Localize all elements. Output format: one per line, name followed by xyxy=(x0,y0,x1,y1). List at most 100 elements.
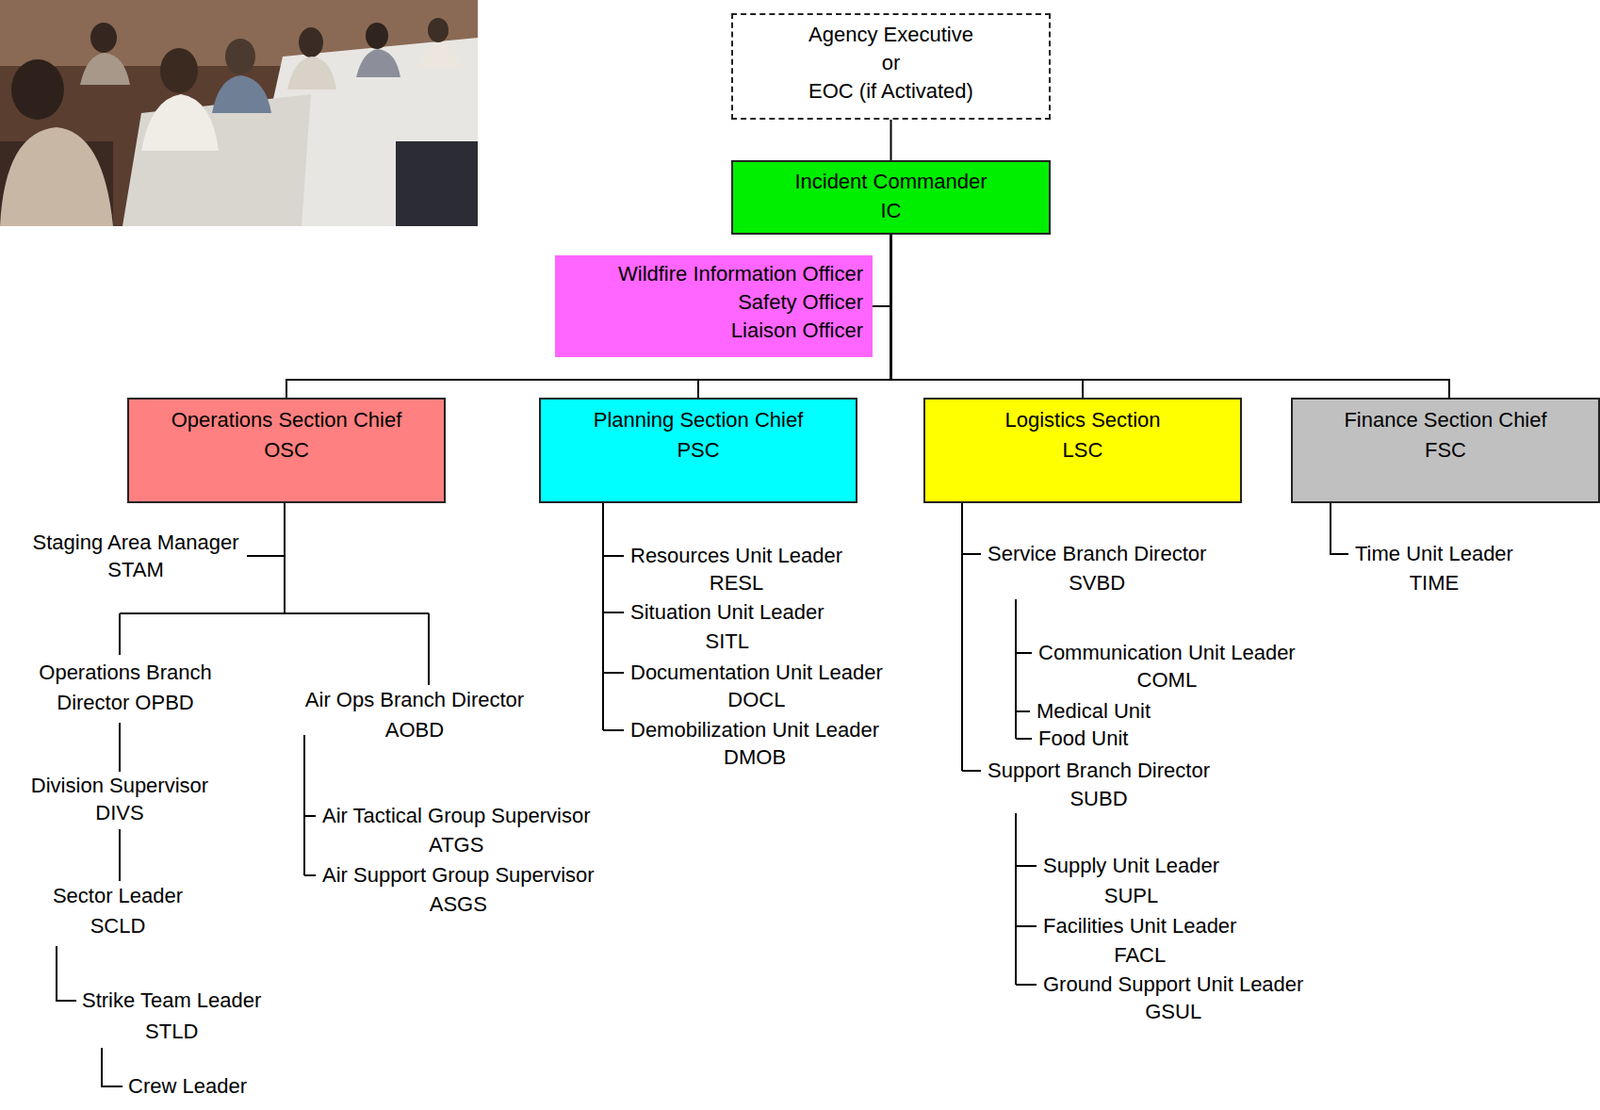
photo-person xyxy=(80,52,131,85)
position-title: Demobilization Unit Leader xyxy=(630,718,880,743)
photo-ground xyxy=(0,0,478,227)
position-title: Division Supervisor xyxy=(31,773,209,799)
leader-line xyxy=(1015,653,1032,739)
position-code: SUBD xyxy=(1069,786,1127,812)
position-code: DOCL xyxy=(727,687,785,713)
org-connector xyxy=(286,234,892,398)
position-code: SITL xyxy=(705,629,750,654)
node-text: OSC xyxy=(136,435,437,466)
photo-chair xyxy=(395,141,478,227)
position-code: ASGS xyxy=(429,892,488,917)
photo-person xyxy=(356,48,401,78)
photo-person xyxy=(287,56,337,90)
position-title: Facilities Unit Leader xyxy=(1043,914,1237,939)
leader-line xyxy=(101,1047,123,1087)
position-code: ATGS xyxy=(428,832,484,858)
leader-line xyxy=(283,503,286,614)
position-code: SCLD xyxy=(90,914,147,939)
leader-line xyxy=(961,503,964,771)
position-code: GSUL xyxy=(1144,999,1202,1025)
position-code: SUPL xyxy=(1104,883,1159,909)
photo-tablecloth xyxy=(122,94,311,227)
position-code: DIVS xyxy=(95,800,144,826)
position-title: Air Tactical Group Supervisor xyxy=(322,803,591,829)
node-text: Safety Officer xyxy=(562,288,864,317)
photo-head xyxy=(11,59,65,120)
position-title: Supply Unit Leader xyxy=(1043,853,1220,879)
position-code: TIME xyxy=(1409,571,1460,596)
node-text: PSC xyxy=(548,435,849,466)
position-title: Time Unit Leader xyxy=(1355,541,1514,567)
photo-head xyxy=(298,27,324,58)
position-title: Communication Unit Leader xyxy=(1038,640,1296,666)
leader-line xyxy=(303,734,306,876)
leader-line xyxy=(304,815,316,817)
position-title: Food Unit xyxy=(1038,726,1128,752)
node-text: Wildfire Information Officer xyxy=(562,260,864,289)
leader-line xyxy=(1330,503,1349,555)
leader-line xyxy=(56,946,77,1001)
node-text: Finance Section Chief xyxy=(1300,405,1591,436)
org-connector xyxy=(891,234,1451,398)
org-connector xyxy=(890,119,893,161)
position-title: Operations Branch Director OPBD xyxy=(26,657,225,719)
position-title: Ground Support Unit Leader xyxy=(1043,972,1304,997)
position-title: Strike Team Leader xyxy=(81,988,262,1013)
node-text: IC xyxy=(740,195,1042,226)
photo-head xyxy=(160,48,198,94)
leader-line xyxy=(1014,813,1017,985)
leader-line xyxy=(304,874,316,877)
photo-person xyxy=(419,42,461,68)
photo-head xyxy=(365,22,389,49)
leader-line xyxy=(603,555,624,731)
position-title: Crew Leader xyxy=(128,1074,247,1099)
leader-line xyxy=(427,613,430,686)
meeting-photo xyxy=(0,0,478,227)
node-text: FSC xyxy=(1300,435,1591,466)
position-title: Documentation Unit Leader xyxy=(630,660,883,686)
position-title: Service Branch Director xyxy=(987,541,1207,567)
position-title: Staging Area Manager xyxy=(32,530,240,556)
agency-box: Agency ExecutiveorEOC (if Activated) xyxy=(731,13,1051,120)
section-box: Operations Section ChiefOSC xyxy=(127,397,446,504)
position-title: Air Support Group Supervisor xyxy=(322,863,595,888)
photo-person xyxy=(212,75,272,114)
node-text: Liaison Officer xyxy=(562,316,864,345)
leader-line xyxy=(1015,865,1037,985)
position-title: Medical Unit xyxy=(1036,699,1151,724)
position-code: FACL xyxy=(1113,943,1166,968)
position-code: DMOB xyxy=(723,745,786,770)
node-text: Planning Section Chief xyxy=(548,405,849,436)
commander-box: Incident CommanderIC xyxy=(731,160,1051,235)
photo-head xyxy=(225,38,256,75)
position-title: Air Ops Branch Director xyxy=(305,687,524,713)
leader-line xyxy=(118,722,121,772)
photo-head xyxy=(90,22,117,53)
org-connector xyxy=(891,234,1084,398)
photo-head xyxy=(427,17,449,43)
position-title: Support Branch Director xyxy=(987,758,1210,784)
leader-line xyxy=(118,613,121,655)
position-code: AOBD xyxy=(385,718,444,743)
position-title: Sector Leader xyxy=(52,883,183,909)
node-text: LSC xyxy=(932,435,1233,466)
position-code: SVBD xyxy=(1068,571,1126,596)
section-box: Planning Section ChiefPSC xyxy=(538,397,858,504)
position-code: STLD xyxy=(145,1019,198,1045)
leader-line xyxy=(118,829,121,882)
leader-line xyxy=(602,503,605,731)
node-text: or xyxy=(740,48,1042,78)
position-title: Situation Unit Leader xyxy=(630,600,824,625)
node-text: Operations Section Chief xyxy=(136,405,437,436)
org-connector xyxy=(872,234,892,307)
node-text: Agency Executive xyxy=(740,20,1042,49)
position-title: Resources Unit Leader xyxy=(630,543,843,569)
leader-line xyxy=(962,554,981,771)
node-text: EOC (if Activated) xyxy=(740,77,1042,106)
photo-person xyxy=(141,94,219,151)
node-text: Logistics Section xyxy=(932,405,1233,436)
section-box: Logistics SectionLSC xyxy=(923,397,1242,504)
section-box: Finance Section ChiefFSC xyxy=(1290,397,1600,504)
position-code: RESL xyxy=(709,571,764,596)
